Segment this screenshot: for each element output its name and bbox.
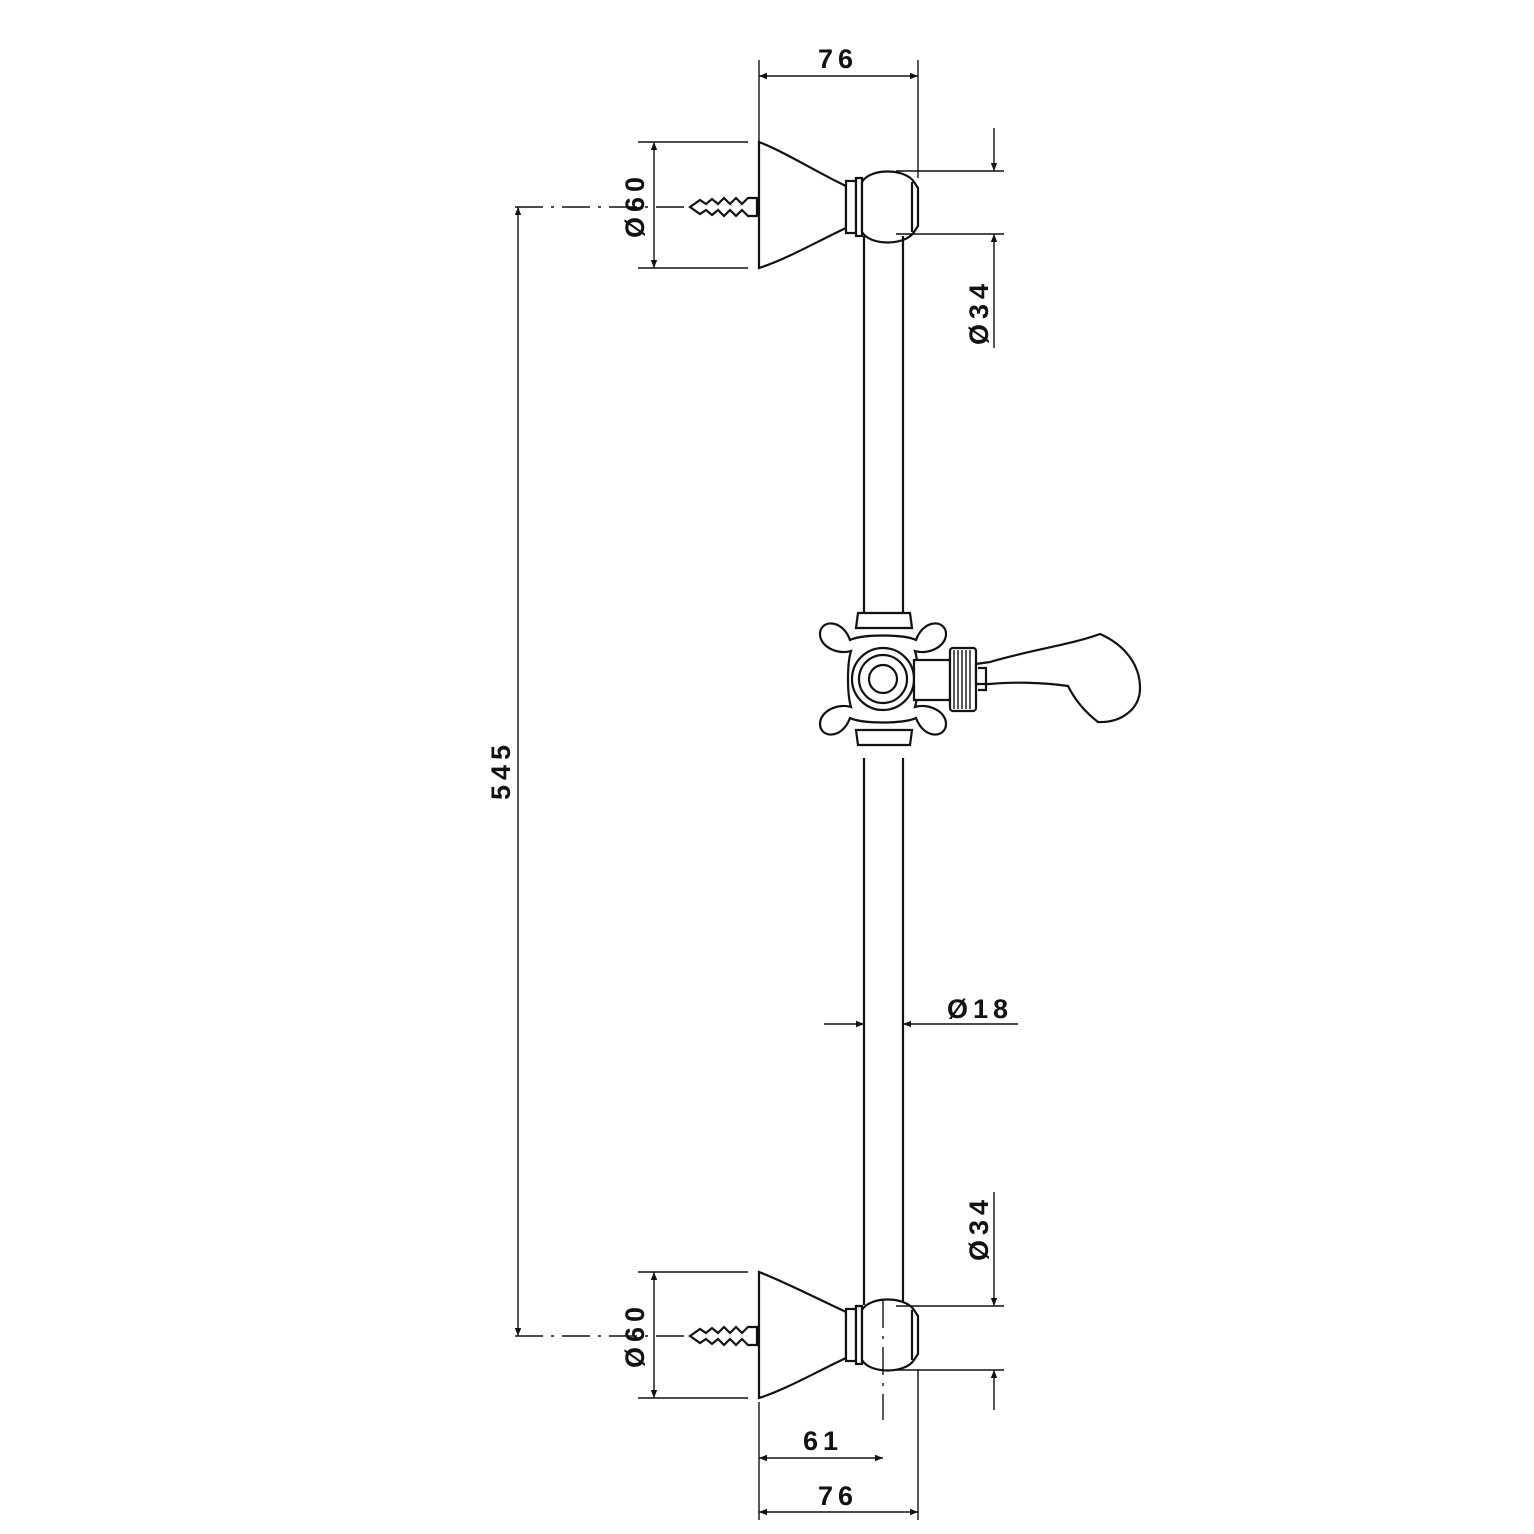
dim-bar: Ø18: [824, 994, 1018, 1028]
dim-top-mount-label: Ø60: [620, 172, 650, 238]
bottom-flange: [757, 1270, 848, 1400]
dim-bar-label: Ø18: [947, 994, 1013, 1024]
bottom-wall-plug: [688, 1325, 759, 1347]
dim-bottom-offset: 61: [758, 1402, 883, 1520]
bottom-collar: [844, 1307, 858, 1363]
dim-top-knuckle-label: Ø34: [964, 279, 994, 345]
dim-bottom-width: 76: [759, 1370, 919, 1520]
dim-top-knuckle: Ø34: [896, 128, 1004, 348]
dim-bottom-width-label: 76: [818, 1481, 858, 1511]
knurled-nut: [948, 646, 978, 713]
dim-bottom-mount-label: Ø60: [620, 1302, 650, 1368]
dim-top-width-label: 76: [818, 44, 858, 74]
dim-top-width: 76: [758, 44, 919, 178]
lever-handle: [974, 632, 1142, 724]
centre-lines: [515, 206, 884, 1420]
dim-bottom-knuckle-label: Ø34: [964, 1195, 994, 1261]
bottom-wall-bracket: [688, 1270, 920, 1400]
dim-centre-distance: 545: [486, 207, 522, 1336]
slide-bar: [862, 236, 905, 1305]
slider-holder: [818, 611, 1142, 747]
top-wall-plug: [688, 196, 759, 218]
top-flange: [757, 140, 848, 270]
dim-bottom-knuckle: Ø34: [896, 1192, 1004, 1410]
dim-bottom-offset-label: 61: [803, 1426, 843, 1456]
dim-centre-distance-label: 545: [486, 740, 516, 800]
top-wall-bracket: [688, 140, 920, 270]
dim-bottom-mount: Ø60: [620, 1271, 748, 1399]
top-knuckle: [860, 170, 920, 244]
dim-top-mount: Ø60: [620, 141, 748, 269]
bottom-knuckle: [860, 1298, 920, 1372]
top-collar: [844, 179, 858, 235]
